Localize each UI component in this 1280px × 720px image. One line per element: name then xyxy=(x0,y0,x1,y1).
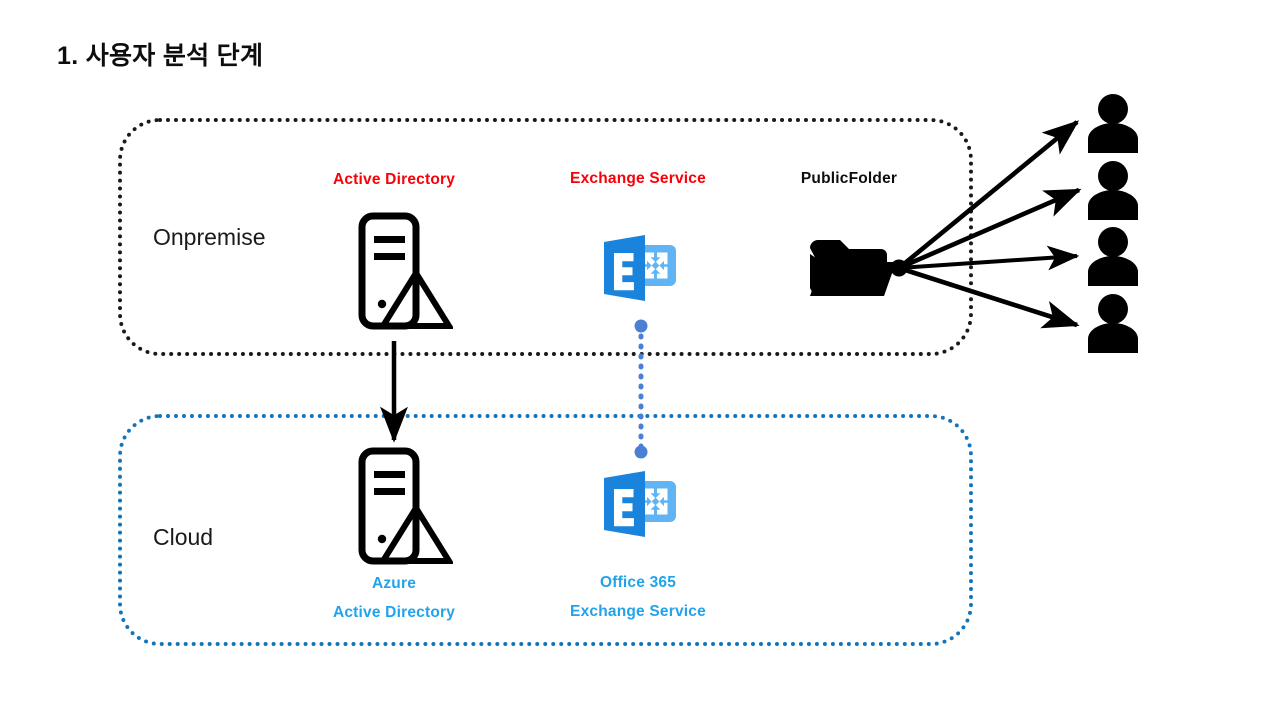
user-icon xyxy=(1088,294,1138,353)
folder-icon-public-folder xyxy=(808,238,900,305)
user-icon-1 xyxy=(1086,93,1140,160)
user-icon xyxy=(1088,161,1138,220)
zone-cloud xyxy=(118,414,973,646)
page-title: 1. 사용자 분석 단계 xyxy=(57,42,264,70)
server-icon-azure-active-directory xyxy=(357,446,455,571)
user-icon-3 xyxy=(1086,226,1140,293)
exchange-logo-icon-cloud xyxy=(598,467,682,556)
exchange-logo-icon xyxy=(604,471,676,537)
server-icon xyxy=(358,212,455,330)
exchange-logo-icon-onpremise xyxy=(598,231,682,320)
user-icon-4 xyxy=(1086,293,1140,360)
user-icon xyxy=(1088,227,1138,286)
label-azure-ad-line1: Azure xyxy=(371,575,417,592)
exchange-logo-icon xyxy=(604,235,676,301)
user-icon xyxy=(1088,94,1138,153)
server-icon-active-directory xyxy=(357,211,455,336)
label-exchange-service: Exchange Service xyxy=(570,170,706,187)
server-icon xyxy=(358,447,455,565)
label-office365-exchange-line2: Exchange Service xyxy=(570,603,706,620)
label-active-directory: Active Directory xyxy=(332,171,456,188)
label-public-folder: PublicFolder xyxy=(800,170,898,187)
zone-label-onpremise: Onpremise xyxy=(153,224,266,250)
label-azure-ad-line2: Active Directory xyxy=(332,604,456,621)
folder-icon xyxy=(810,240,896,296)
zone-label-cloud: Cloud xyxy=(153,524,214,550)
user-icon-2 xyxy=(1086,160,1140,227)
label-office365-exchange-line1: Office 365 xyxy=(599,574,677,591)
